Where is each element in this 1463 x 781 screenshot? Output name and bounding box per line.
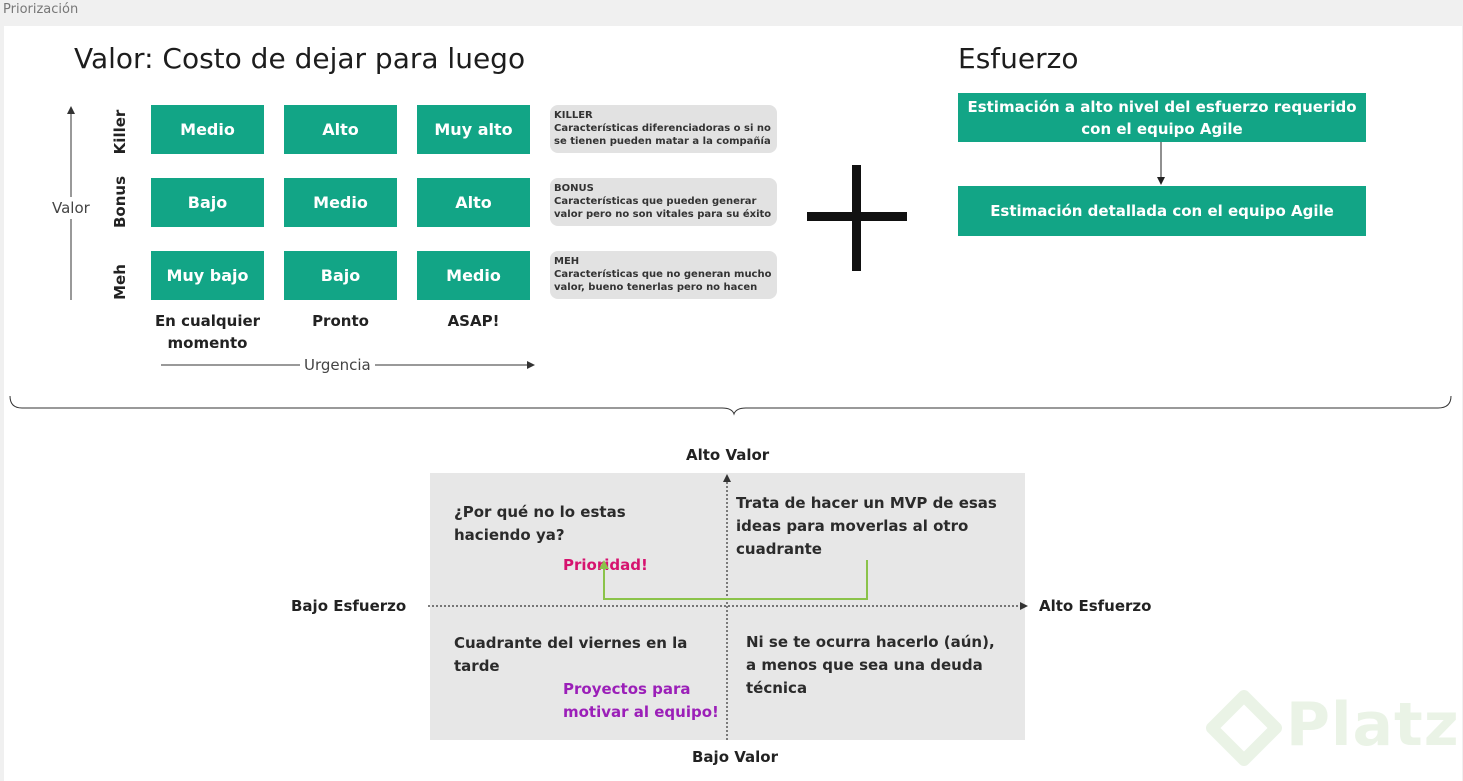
cell-meh-anytime: Muy bajo — [151, 251, 264, 300]
col-label-asap: ASAP! — [447, 312, 500, 330]
note-bonus-text: Características que pueden generar valor… — [554, 196, 772, 220]
note-killer: KILLER Características diferenciadoras o… — [550, 105, 777, 153]
note-bonus: BONUS Características que pueden generar… — [550, 178, 777, 226]
quadrant-bottom-right-text: Ni se te ocurra hacerlo (aún), a menos q… — [746, 633, 995, 697]
platzi-watermark: Platzi — [1286, 690, 1463, 760]
effort-step-arrow — [1157, 142, 1165, 185]
platzi-logo-icon — [1206, 690, 1282, 766]
effort-step-detailed: Estimación detallada con el equipo Agile — [958, 186, 1366, 236]
matrix-bottom-label: Bajo Valor — [692, 748, 778, 766]
mvp-move-arrow — [599, 560, 868, 600]
section-brace — [9, 395, 1452, 416]
note-meh-text: Características que no generan mucho val… — [554, 269, 772, 293]
urgency-axis-label: Urgencia — [300, 356, 375, 374]
frame-title: Priorización — [3, 2, 79, 17]
quadrant-top-left-text: ¿Por qué no lo estas haciendo ya? — [454, 503, 626, 544]
value-title: Valor: Costo de dejar para luego — [74, 42, 526, 75]
cell-killer-asap: Muy alto — [417, 105, 530, 154]
canvas: Valor: Costo de dejar para luego Valor K… — [4, 26, 1463, 781]
cell-killer-soon: Alto — [284, 105, 397, 154]
matrix-top-label: Alto Valor — [686, 446, 770, 464]
note-killer-text: Características diferenciadoras o si no … — [554, 123, 771, 147]
plus-icon — [807, 165, 907, 271]
value-axis-label: Valor — [50, 197, 92, 219]
note-meh-head: MEH — [554, 256, 580, 267]
matrix-axes — [428, 474, 1028, 740]
col-label-anytime: En cualquier momento — [154, 312, 261, 352]
note-meh: MEH Características que no generan mucho… — [550, 251, 777, 299]
row-label-meh: Meh — [111, 264, 129, 300]
row-label-bonus: Bonus — [111, 175, 129, 229]
quadrant-bottom-left-text: Cuadrante del viernes en la tarde — [454, 634, 688, 675]
cell-meh-soon: Bajo — [284, 251, 397, 300]
matrix-left-label: Bajo Esfuerzo — [291, 597, 407, 615]
cell-meh-asap: Medio — [417, 251, 530, 300]
note-killer-head: KILLER — [554, 110, 593, 121]
matrix-right-label: Alto Esfuerzo — [1039, 597, 1152, 615]
note-bonus-head: BONUS — [554, 183, 594, 194]
cell-killer-anytime: Medio — [151, 105, 264, 154]
cell-bonus-asap: Alto — [417, 178, 530, 227]
cell-bonus-soon: Medio — [284, 178, 397, 227]
cell-bonus-anytime: Bajo — [151, 178, 264, 227]
quadrant-bottom-left-highlight: Proyectos para motivar al equipo! — [563, 680, 719, 721]
quadrant-top-right-text: Trata de hacer un MVP de esas ideas para… — [736, 494, 997, 558]
row-label-killer: Killer — [111, 109, 129, 155]
col-label-soon: Pronto — [312, 312, 369, 330]
effort-step-high-level: Estimación a alto nivel del esfuerzo req… — [958, 93, 1366, 142]
effort-title: Esfuerzo — [958, 42, 1079, 75]
